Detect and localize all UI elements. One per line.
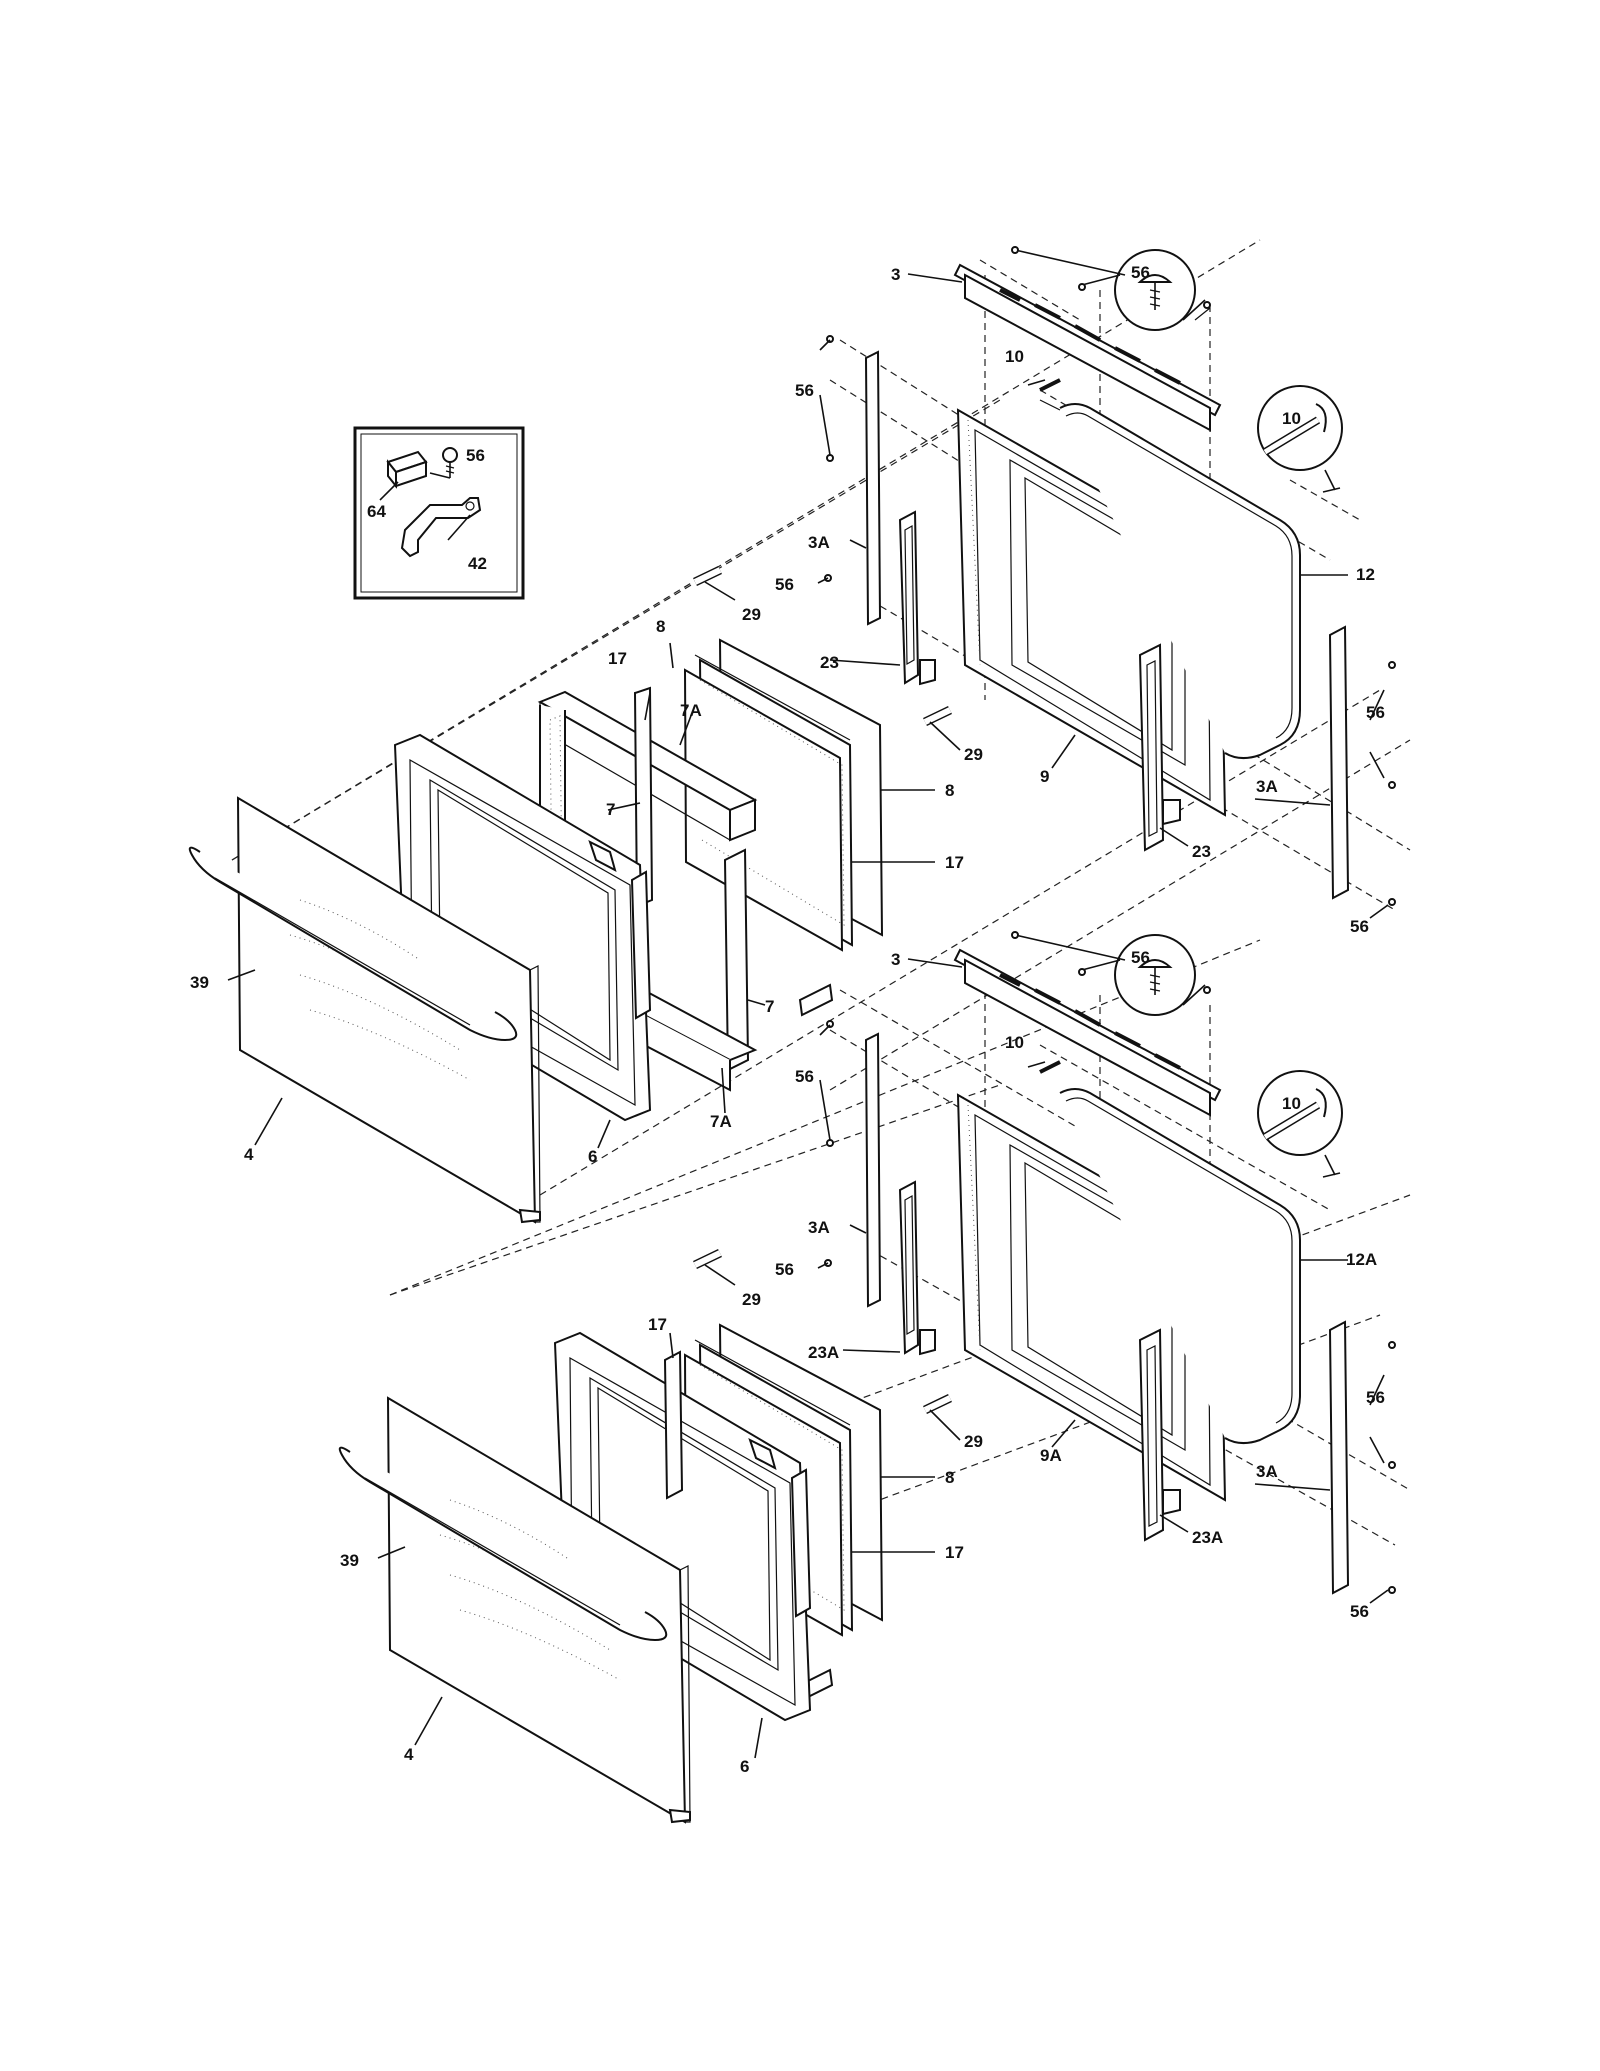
label-56-callout: 56 — [1131, 263, 1150, 282]
screw-icon — [442, 447, 458, 463]
label-56: 56 — [1366, 703, 1385, 722]
label-3a: 3A — [1256, 777, 1278, 796]
label-23a: 23A — [808, 1343, 839, 1362]
label-29: 29 — [742, 1290, 761, 1309]
label-56: 56 — [795, 381, 814, 400]
inset-label-56: 56 — [466, 446, 485, 465]
label-17: 17 — [608, 649, 627, 668]
label-23a: 23A — [1192, 1528, 1223, 1547]
label-29: 29 — [742, 605, 761, 624]
label-23: 23 — [1192, 842, 1211, 861]
label-29: 29 — [964, 745, 983, 764]
label-7a: 7A — [710, 1112, 732, 1131]
label-8: 8 — [945, 1468, 954, 1487]
label-56: 56 — [1350, 1602, 1369, 1621]
label-39: 39 — [340, 1551, 359, 1570]
upper-door-assembly: 3 56 10 10 56 3A 56 29 23 12 17 8 7A 7 2… — [188, 239, 1411, 1224]
label-17: 17 — [945, 853, 964, 872]
label-56: 56 — [795, 1067, 814, 1086]
lower-door-assembly: 3 56 10 10 56 3A 56 29 12A 17 23A 29 56 … — [338, 931, 1411, 1824]
label-12a: 12A — [1346, 1250, 1377, 1269]
label-56-callout: 56 — [1131, 948, 1150, 967]
label-10: 10 — [1005, 347, 1024, 366]
label-3: 3 — [891, 950, 900, 969]
label-4: 4 — [244, 1145, 254, 1164]
inset-label-64: 64 — [367, 502, 386, 521]
label-39: 39 — [190, 973, 209, 992]
label-23: 23 — [820, 653, 839, 672]
label-7a: 7A — [680, 701, 702, 720]
label-10: 10 — [1005, 1033, 1024, 1052]
label-56: 56 — [775, 575, 794, 594]
label-17: 17 — [648, 1315, 667, 1334]
label-3a: 3A — [1256, 1462, 1278, 1481]
label-6: 6 — [740, 1757, 749, 1776]
label-10-callout: 10 — [1282, 409, 1301, 428]
label-10-callout: 10 — [1282, 1094, 1301, 1113]
inset-bracket-kit: 56 64 42 — [353, 426, 525, 600]
label-9: 9 — [1040, 767, 1049, 786]
label-4: 4 — [404, 1745, 414, 1764]
label-3a: 3A — [808, 1218, 830, 1237]
label-3: 3 — [891, 265, 900, 284]
label-8: 8 — [945, 781, 954, 800]
label-17: 17 — [945, 1543, 964, 1562]
label-7: 7 — [765, 997, 774, 1016]
label-56: 56 — [1366, 1388, 1385, 1407]
label-56: 56 — [1350, 917, 1369, 936]
inset-label-42: 42 — [468, 554, 487, 573]
label-9a: 9A — [1040, 1446, 1062, 1465]
label-6: 6 — [588, 1147, 597, 1166]
label-29: 29 — [964, 1432, 983, 1451]
label-12: 12 — [1356, 565, 1375, 584]
label-7: 7 — [606, 800, 615, 819]
label-56: 56 — [775, 1260, 794, 1279]
label-3a: 3A — [808, 533, 830, 552]
label-8: 8 — [656, 617, 665, 636]
